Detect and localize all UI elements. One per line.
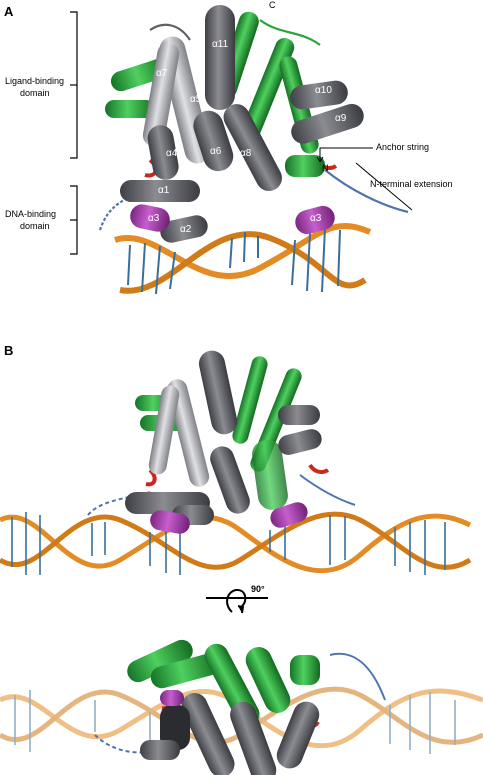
annotation-lines-a bbox=[316, 147, 413, 211]
helix-a7 bbox=[142, 42, 180, 147]
helix-label-a11: α11 bbox=[212, 39, 229, 50]
helix-label-a10: α10 bbox=[315, 85, 332, 96]
panel-b-letter: B bbox=[4, 343, 14, 358]
dna-domain-bracket bbox=[70, 185, 78, 255]
rotation-label: 90° bbox=[251, 584, 265, 594]
helix-label-a8: α8 bbox=[240, 148, 252, 159]
dna-domain-label-line2: domain bbox=[20, 221, 50, 231]
helix-label-a3-right: α3 bbox=[310, 213, 322, 224]
helix-a11 bbox=[205, 5, 235, 110]
green-helices-c bbox=[127, 639, 320, 727]
helix-a8 bbox=[223, 104, 282, 192]
helix-a6 bbox=[193, 110, 234, 172]
panel-b-bottom bbox=[0, 639, 483, 775]
magenta-helices-a bbox=[130, 204, 335, 235]
dna-double-helix-b bbox=[0, 511, 472, 575]
n-terminus-label: N bbox=[322, 163, 329, 173]
helix-label-a4: α4 bbox=[166, 148, 178, 159]
helix-a3-right bbox=[295, 205, 335, 235]
dna-domain-label-line1: DNA-binding bbox=[5, 209, 57, 219]
ligand-domain-label-line1: Ligand-binding bbox=[5, 76, 65, 86]
magenta-helices-c bbox=[160, 690, 184, 706]
magenta-helices-b bbox=[150, 502, 308, 534]
dna-double-helix-a bbox=[114, 222, 372, 295]
helix-label-a5: α5 bbox=[190, 94, 202, 105]
helix-label-a2: α2 bbox=[180, 224, 192, 235]
gray-helices-b bbox=[125, 350, 322, 525]
gray-helices-a bbox=[120, 5, 364, 243]
n-terminal-extension-label: N-terminal extension bbox=[370, 179, 453, 189]
helix-a9 bbox=[291, 103, 364, 144]
helix-label-a9: α9 bbox=[335, 113, 347, 124]
rotation-arrow-icon bbox=[206, 588, 268, 614]
helix-a1 bbox=[120, 180, 200, 202]
helix-a4 bbox=[147, 125, 179, 180]
panel-a bbox=[70, 5, 413, 295]
helix-label-a3-left: α3 bbox=[148, 213, 160, 224]
helix-label-a6: α6 bbox=[210, 146, 222, 157]
c-terminus-label: C bbox=[269, 0, 276, 10]
gray-helices-c bbox=[140, 692, 320, 775]
helix-a2 bbox=[160, 215, 208, 243]
helix-label-a7: α7 bbox=[156, 68, 168, 79]
panel-b-top bbox=[0, 350, 472, 575]
anchor-string-label: Anchor string bbox=[376, 142, 430, 152]
panel-a-letter: A bbox=[4, 4, 14, 19]
helix-a10 bbox=[290, 80, 348, 110]
ligand-domain-label-line2: domain bbox=[20, 88, 50, 98]
ligand-domain-bracket bbox=[70, 11, 78, 159]
helix-a3-left bbox=[130, 204, 170, 232]
helix-label-a1: α1 bbox=[158, 185, 170, 196]
